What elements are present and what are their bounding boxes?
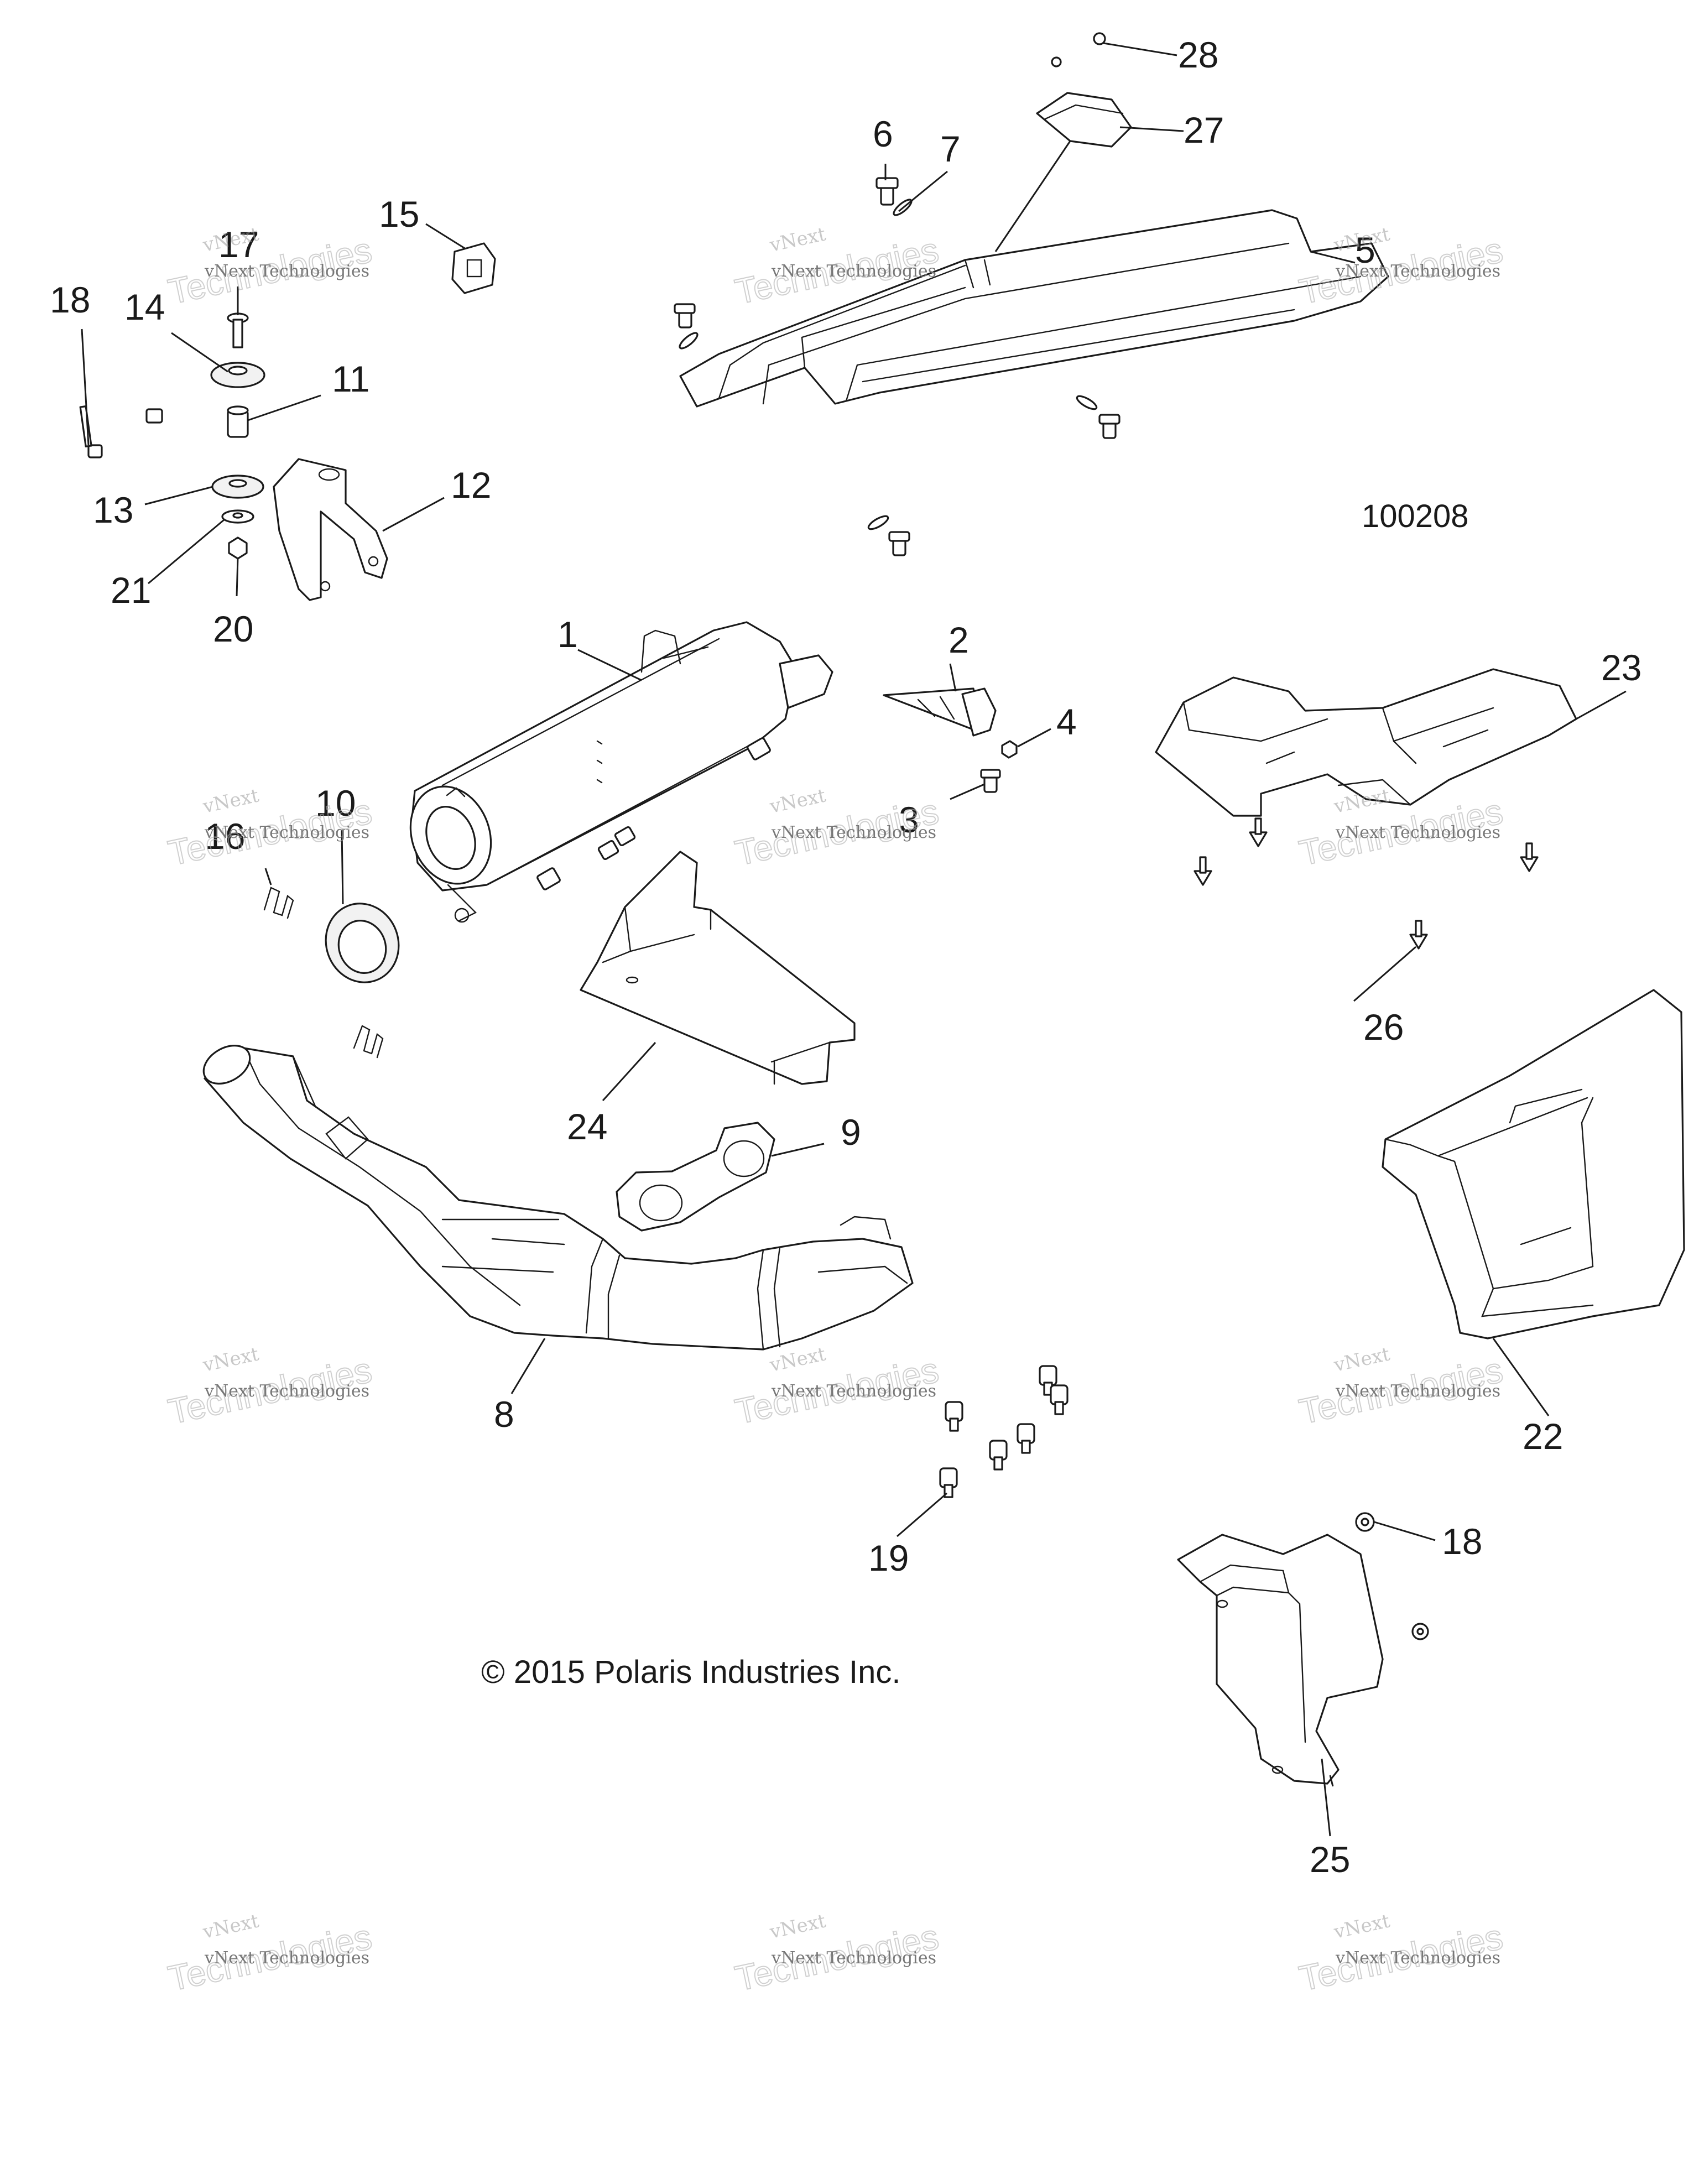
washer-part-21 [221, 509, 254, 524]
screw-part-18-left [79, 405, 163, 458]
spark-arrestor-part-2 [883, 687, 997, 737]
gasket-part-9 [616, 1122, 775, 1232]
watermark: vNext Technologies vNext Technologies [164, 1910, 376, 1999]
spring-part-16 [263, 887, 384, 1059]
push-rivet-part-26 [1194, 817, 1539, 950]
callout-3: 3 [899, 799, 919, 840]
callout-14: 14 [124, 286, 165, 327]
heat-shield-lower-part-24 [580, 851, 856, 1085]
callout-5: 5 [1355, 230, 1375, 270]
svg-text:vNext Technologies: vNext Technologies [771, 1948, 936, 1968]
callout-18: 18 [50, 279, 90, 320]
callout-1: 1 [557, 614, 578, 655]
nut-part-4 [1001, 740, 1018, 759]
callout-16: 16 [205, 816, 245, 857]
callout-labels: 28 27 6 7 5 15 17 14 18 11 12 13 21 20 1… [50, 34, 1641, 1880]
svg-text:vNext Technologies: vNext Technologies [204, 1948, 369, 1968]
watermark: vNext Technologies vNext Technologies [164, 223, 376, 312]
callout-27: 27 [1184, 110, 1224, 150]
heat-shield-lower-right-part-25 [1177, 1534, 1384, 1785]
svg-text:vNext Technologies: vNext Technologies [1335, 262, 1500, 281]
svg-text:vNext Technologies: vNext Technologies [204, 1382, 369, 1401]
svg-text:vNext Technologies: vNext Technologies [1335, 1382, 1500, 1401]
leader-lines [81, 42, 1627, 1837]
grommet-part-15 [451, 242, 496, 294]
callout-10: 10 [315, 783, 356, 823]
svg-text:vNext: vNext [768, 1343, 828, 1377]
callout-23: 23 [1601, 647, 1641, 688]
shield-bracket-part-27 [994, 92, 1132, 252]
callout-13: 13 [93, 489, 133, 530]
svg-text:vNext Technologies: vNext Technologies [1335, 1948, 1500, 1968]
watermark: vNext Technologies vNext Technologies [731, 1910, 942, 1999]
callout-7: 7 [940, 128, 961, 169]
watermark: vNext Technologies vNext Technologies [731, 1343, 942, 1432]
header-pipe-part-8 [202, 1045, 914, 1351]
clip-part-18-right [1355, 1512, 1429, 1640]
bolt-part-19 [939, 1365, 1069, 1498]
svg-text:vNext: vNext [768, 784, 828, 818]
svg-text:vNext Technologies: vNext Technologies [204, 262, 369, 281]
svg-text:vNext: vNext [1332, 1910, 1392, 1943]
svg-text:vNext: vNext [201, 1343, 261, 1377]
watermark: vNext Technologies vNext Technologies [1295, 1343, 1507, 1432]
svg-text:vNext Technologies: vNext Technologies [204, 823, 369, 842]
watermark: vNext Technologies vNext Technologies [1295, 1910, 1507, 1999]
bolt-part-17 [227, 312, 249, 348]
watermark: vNext Technologies vNext Technologies [164, 1343, 376, 1432]
svg-text:vNext: vNext [201, 1910, 261, 1943]
nut-part-20 [228, 536, 248, 560]
callout-25: 25 [1310, 1839, 1350, 1880]
clip-part-28 [1051, 32, 1106, 67]
callout-19: 19 [868, 1537, 909, 1578]
svg-text:vNext: vNext [201, 784, 261, 818]
svg-text:vNext: vNext [768, 223, 828, 257]
callout-26: 26 [1363, 1007, 1404, 1047]
callout-2: 2 [948, 619, 969, 660]
callout-28: 28 [1178, 34, 1218, 75]
callout-21: 21 [111, 570, 151, 611]
svg-text:vNext: vNext [1332, 784, 1392, 818]
screw-part-6 [674, 177, 1120, 556]
diagram-id-label: 100208 [1362, 498, 1469, 534]
callout-18-right: 18 [1442, 1521, 1482, 1562]
callout-8: 8 [494, 1394, 514, 1435]
svg-text:vNext Technologies: vNext Technologies [771, 1382, 936, 1401]
muffler-part-1 [409, 621, 833, 923]
bracket-part-12 [273, 458, 388, 601]
callout-4: 4 [1056, 701, 1077, 742]
heat-shield-upper-part-5 [679, 209, 1389, 408]
svg-text:vNext: vNext [768, 1910, 828, 1943]
callout-22: 22 [1523, 1416, 1563, 1457]
svg-text:vNext: vNext [1332, 1343, 1392, 1377]
callout-17: 17 [218, 224, 259, 265]
callout-24: 24 [567, 1106, 607, 1147]
watermark: vNext Technologies vNext Technologies [1295, 223, 1507, 312]
svg-text:vNext Technologies: vNext Technologies [771, 262, 936, 281]
watermark: vNext Technologies vNext Technologies [164, 784, 376, 873]
svg-text:vNext Technologies: vNext Technologies [771, 823, 936, 842]
exhaust-seal-part-10 [325, 903, 400, 983]
screw-part-3 [980, 769, 1001, 793]
callout-11: 11 [332, 358, 370, 399]
spacer-part-11 [227, 405, 249, 438]
heat-shield-right-part-23 [1155, 668, 1577, 817]
heat-shield-side-part-22 [1382, 989, 1685, 1339]
callout-9: 9 [841, 1112, 861, 1153]
callout-20: 20 [213, 608, 253, 649]
callout-15: 15 [379, 194, 419, 234]
grommet-part-13 [211, 475, 264, 499]
watermark: vNext Technologies vNext Technologies [731, 784, 942, 873]
copyright-notice: © 2015 Polaris Industries Inc. [481, 1654, 901, 1690]
svg-text:vNext Technologies: vNext Technologies [1335, 823, 1500, 842]
callout-6: 6 [873, 113, 893, 154]
callout-12: 12 [451, 465, 491, 505]
